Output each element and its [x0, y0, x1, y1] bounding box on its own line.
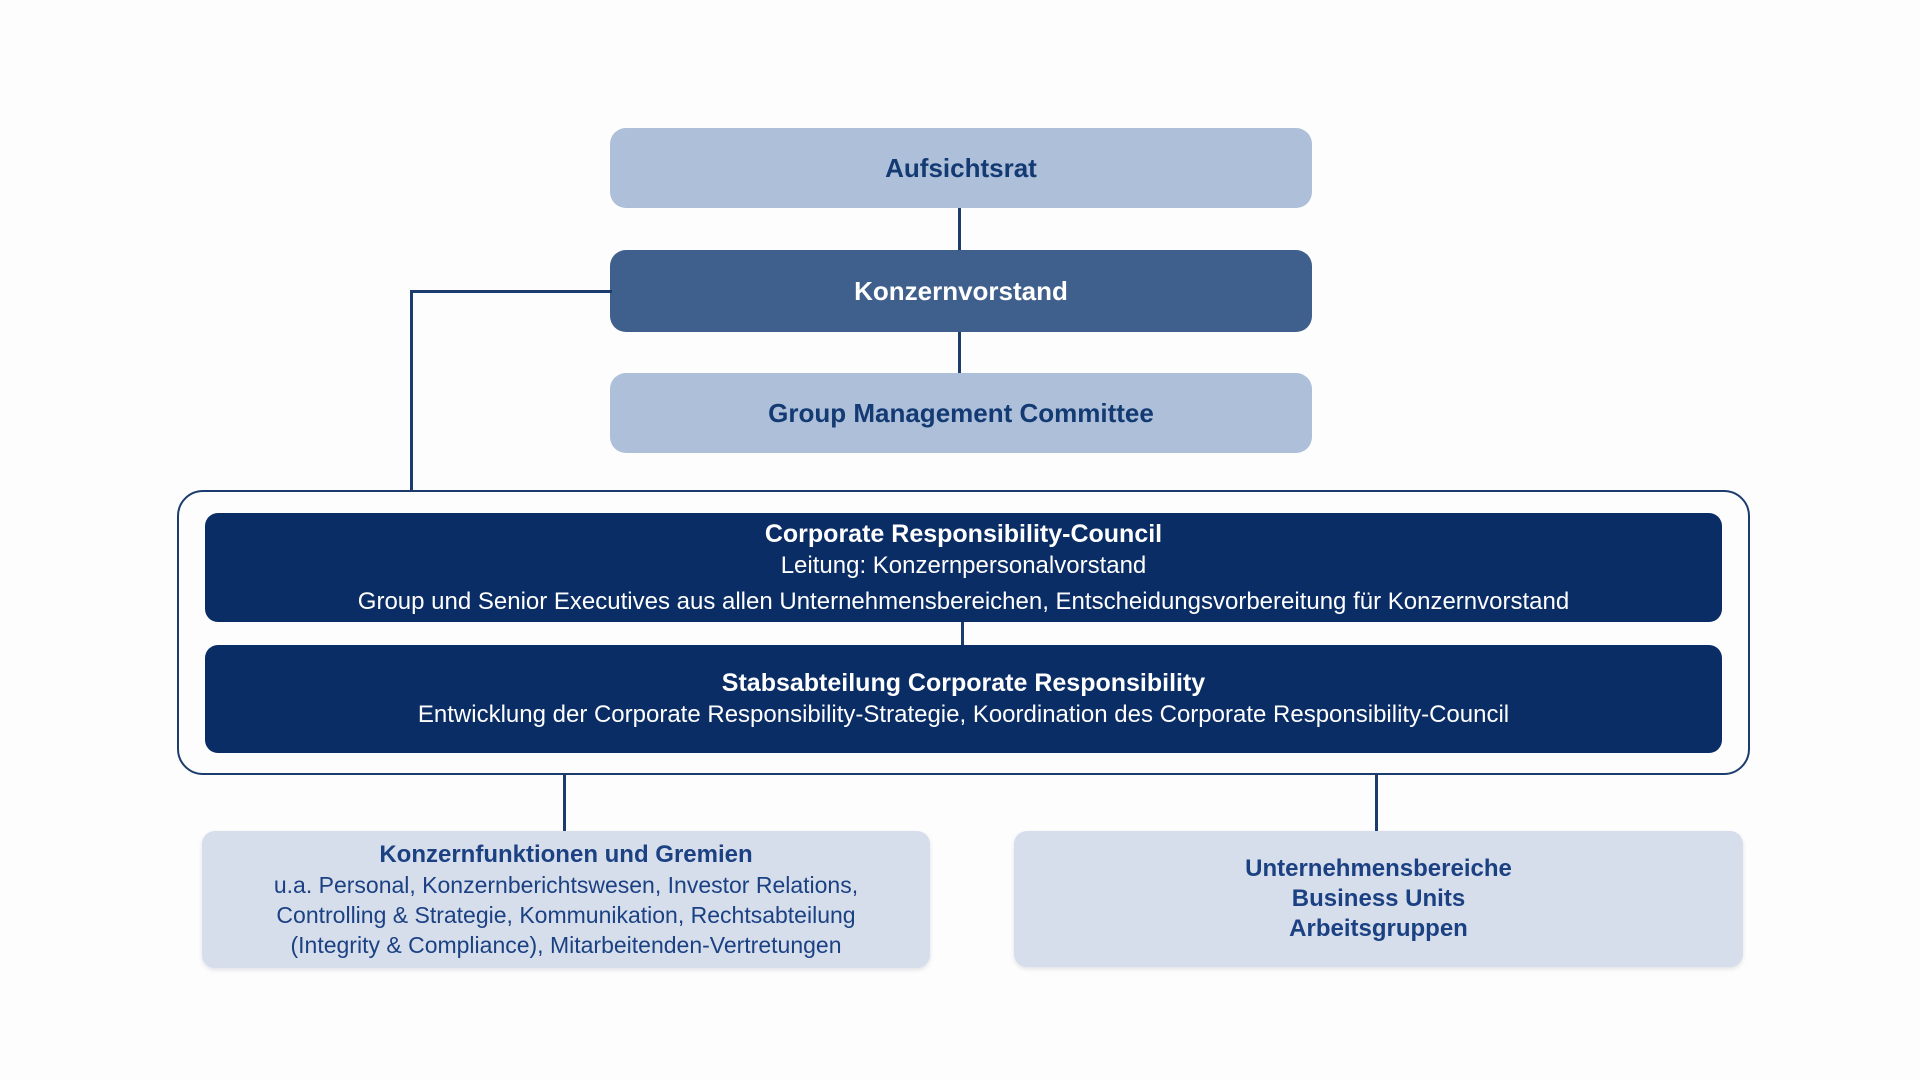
box-konzernfunktionen: Konzernfunktionen und Gremien u.a. Perso…	[202, 831, 930, 968]
cr-frame-outline	[177, 490, 1750, 775]
box-aufsichtsrat: Aufsichtsrat	[610, 128, 1312, 208]
konzernfunktionen-line3: (Integrity & Compliance), Mitarbeitenden…	[290, 931, 842, 958]
box-cr-council: Corporate Responsibility-Council Leitung…	[205, 513, 1722, 622]
stabsabteilung-title: Stabsabteilung Corporate Responsibility	[721, 669, 1206, 697]
aufsichtsrat-label: Aufsichtsrat	[885, 152, 1037, 183]
connector-konzernvorstand-frame-horizontal	[410, 290, 612, 293]
konzernfunktionen-title: Konzernfunktionen und Gremien	[379, 840, 753, 868]
connector-council-stabsabteilung	[961, 622, 964, 645]
box-group-management-committee: Group Management Committee	[610, 373, 1312, 453]
konzernvorstand-label: Konzernvorstand	[854, 275, 1068, 306]
box-unternehmensbereiche: Unternehmensbereiche Business Units Arbe…	[1014, 831, 1743, 967]
box-konzernvorstand: Konzernvorstand	[610, 250, 1312, 332]
connector-konzernvorstand-frame-vertical	[410, 290, 413, 490]
connector-frame-unternehmensbereiche	[1375, 775, 1378, 831]
unternehmensbereiche-line1: Unternehmensbereiche	[1245, 855, 1512, 882]
cr-council-line2: Leitung: Konzernpersonalvorstand	[780, 551, 1147, 579]
cr-council-line3: Group und Senior Executives aus allen Un…	[357, 587, 1570, 615]
unternehmensbereiche-line2: Business Units	[1291, 885, 1466, 912]
konzernfunktionen-line2: Controlling & Strategie, Kommunikation, …	[276, 901, 856, 928]
connector-frame-konzernfunktionen	[563, 775, 566, 831]
connector-konzernvorstand-gmc	[958, 332, 961, 373]
connector-aufsichtsrat-konzernvorstand	[958, 208, 961, 250]
cr-council-title: Corporate Responsibility-Council	[764, 519, 1163, 548]
stabsabteilung-line2: Entwicklung der Corporate Responsibility…	[417, 701, 1510, 728]
gmc-label: Group Management Committee	[768, 397, 1154, 428]
box-stabsabteilung: Stabsabteilung Corporate Responsibility …	[205, 645, 1722, 753]
unternehmensbereiche-line3: Arbeitsgruppen	[1289, 915, 1468, 942]
konzernfunktionen-line1: u.a. Personal, Konzernberichtswesen, Inv…	[273, 871, 859, 898]
